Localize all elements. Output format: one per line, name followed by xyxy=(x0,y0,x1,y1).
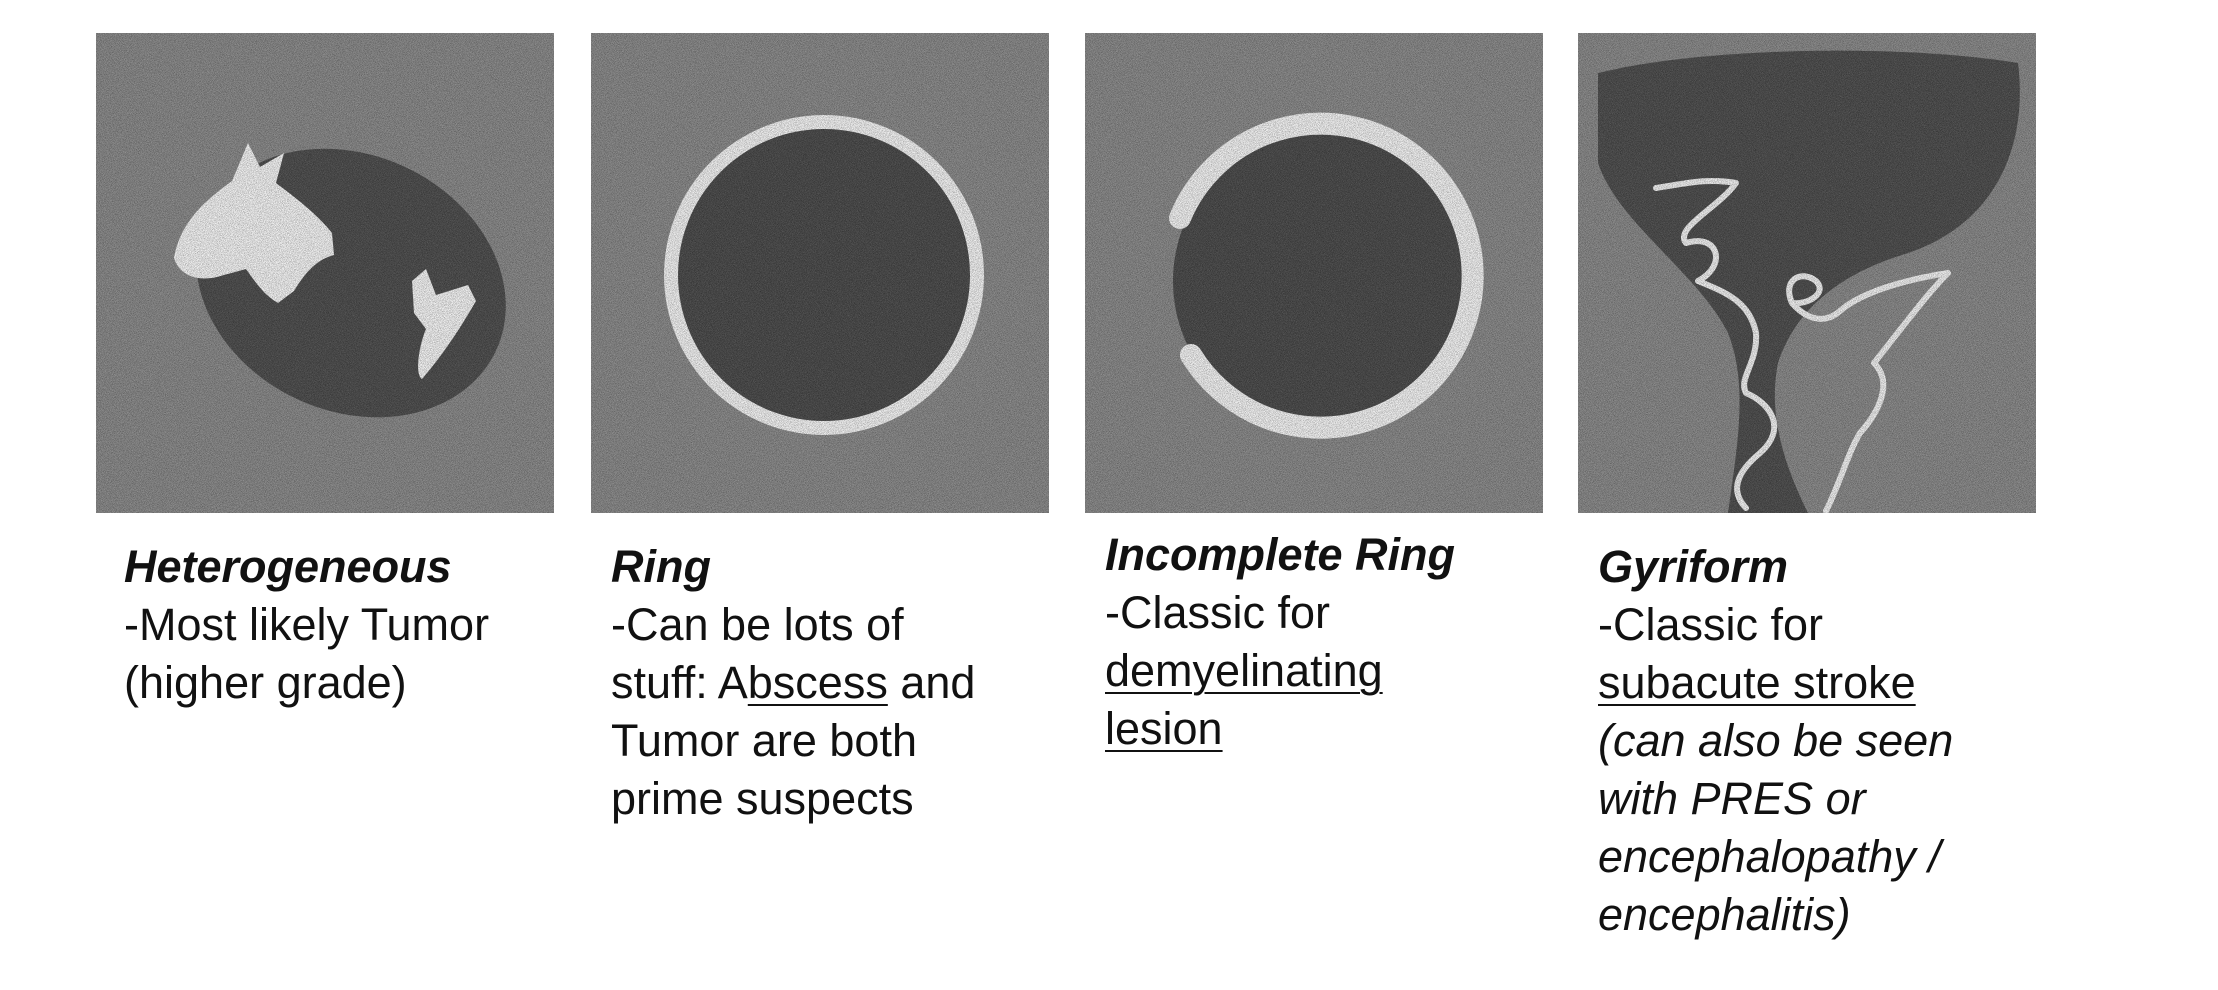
caption-line: -Can be lots of xyxy=(611,596,975,654)
caption-text: (can also be seen xyxy=(1598,715,1954,766)
caption-text: stuff: A xyxy=(611,657,748,708)
caption-title: Ring xyxy=(611,541,711,592)
caption-line: Tumor are both xyxy=(611,712,975,770)
caption-underlined-text: lesion xyxy=(1105,703,1223,754)
caption-line: encephalitis) xyxy=(1598,886,1953,944)
caption-incomplete-ring: Incomplete Ring -Classic for demyelinating… xyxy=(1105,526,1455,758)
caption-line: (can also be seen xyxy=(1598,712,1953,770)
caption-line: encephalopathy / xyxy=(1598,828,1953,886)
caption-underlined-text: demyelinating xyxy=(1105,645,1383,696)
caption-text: -Classic for xyxy=(1598,599,1824,650)
caption-line: stuff: Abscess and xyxy=(611,654,975,712)
caption-line: -Classic for xyxy=(1105,584,1455,642)
caption-text: -Can be lots of xyxy=(611,599,904,650)
caption-line: prime suspects xyxy=(611,770,975,828)
ring-enhancement-illustration xyxy=(591,33,1049,513)
incomplete-ring-enhancement-illustration xyxy=(1085,33,1543,513)
caption-text: with PRES or xyxy=(1598,773,1866,824)
caption-text: and xyxy=(887,657,976,708)
caption-text: prime suspects xyxy=(611,773,914,824)
caption-title: Gyriform xyxy=(1598,541,1789,592)
panel-heterogeneous-image xyxy=(96,33,554,513)
caption-gyriform: Gyriform -Classic for subacute stroke (can … xyxy=(1598,538,1953,944)
caption-title: Incomplete Ring xyxy=(1105,529,1456,580)
caption-title: Heterogeneous xyxy=(124,541,452,592)
caption-heterogeneous: Heterogeneous -Most likely Tumor (higher g… xyxy=(124,538,489,712)
panel-incomplete-ring-image xyxy=(1085,33,1543,513)
caption-line: (higher grade) xyxy=(124,654,489,712)
caption-line: demyelinating xyxy=(1105,642,1455,700)
heterogeneous-enhancement-illustration xyxy=(96,33,554,513)
panel-gyriform-image xyxy=(1578,33,2036,513)
panel-ring-image xyxy=(591,33,1049,513)
caption-text: -Classic for xyxy=(1105,587,1331,638)
gyriform-enhancement-illustration xyxy=(1578,33,2036,513)
caption-line: -Classic for xyxy=(1598,596,1953,654)
caption-text: -Most likely Tumor xyxy=(124,599,490,650)
caption-text: (higher grade) xyxy=(124,657,407,708)
caption-text: encephalitis) xyxy=(1598,889,1851,940)
caption-underlined-text: bscess xyxy=(747,657,888,708)
caption-underlined-text: subacute stroke xyxy=(1598,657,1916,708)
caption-line: lesion xyxy=(1105,700,1455,758)
caption-text: Tumor are both xyxy=(611,715,917,766)
caption-line: subacute stroke xyxy=(1598,654,1953,712)
caption-line: -Most likely Tumor xyxy=(124,596,489,654)
caption-line: with PRES or xyxy=(1598,770,1953,828)
caption-text: encephalopathy / xyxy=(1598,831,1941,882)
